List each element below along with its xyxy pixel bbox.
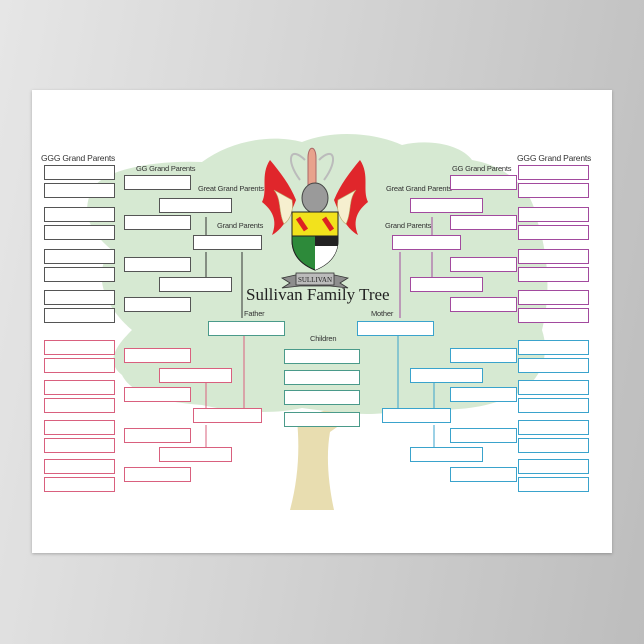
ggg-left-3[interactable] bbox=[44, 225, 115, 240]
coat-of-arms-icon: SULLIVAN bbox=[262, 147, 368, 289]
gg-right-2[interactable] bbox=[450, 257, 517, 272]
gg-right-5[interactable] bbox=[450, 387, 517, 402]
ggg-right-1[interactable] bbox=[518, 183, 589, 198]
family-tree-poster: GGG Grand Parents GG Grand Parents Great… bbox=[32, 90, 612, 553]
gg-grand-parents-left-label: GG Grand Parents bbox=[136, 164, 196, 173]
father-box[interactable] bbox=[208, 321, 285, 336]
ggg-right-5[interactable] bbox=[518, 267, 589, 282]
connector-lines bbox=[205, 217, 435, 448]
gg-right-3[interactable] bbox=[450, 297, 517, 312]
grand-left-1[interactable] bbox=[193, 408, 262, 423]
great-grand-parents-left-label: Great Grand Parents bbox=[198, 184, 264, 193]
ggg-left-13[interactable] bbox=[44, 438, 115, 453]
gg-left-2[interactable] bbox=[124, 257, 191, 272]
grand-parents-right-label: Grand Parents bbox=[385, 221, 432, 230]
gg-right-6[interactable] bbox=[450, 428, 517, 443]
gg-left-7[interactable] bbox=[124, 467, 191, 482]
ggg-left-14[interactable] bbox=[44, 459, 115, 474]
grand-parents-left-label: Grand Parents bbox=[217, 221, 264, 230]
child-box-1[interactable] bbox=[284, 370, 360, 385]
ggg-right-14[interactable] bbox=[518, 459, 589, 474]
ggg-right-9[interactable] bbox=[518, 358, 589, 373]
ggg-right-3[interactable] bbox=[518, 225, 589, 240]
ggg-grand-parents-right-label: GGG Grand Parents bbox=[517, 153, 592, 163]
grand-left-0[interactable] bbox=[193, 235, 262, 250]
great-left-1[interactable] bbox=[159, 277, 232, 292]
ggg-left-0[interactable] bbox=[44, 165, 115, 180]
ggg-right-13[interactable] bbox=[518, 438, 589, 453]
ggg-left-9[interactable] bbox=[44, 358, 115, 373]
great-left-2[interactable] bbox=[159, 368, 232, 383]
ggg-left-1[interactable] bbox=[44, 183, 115, 198]
great-grand-parents-right-label: Great Grand Parents bbox=[386, 184, 452, 193]
ggg-right-0[interactable] bbox=[518, 165, 589, 180]
child-box-3[interactable] bbox=[284, 412, 360, 427]
gg-left-1[interactable] bbox=[124, 215, 191, 230]
gg-right-0[interactable] bbox=[450, 175, 517, 190]
gg-left-6[interactable] bbox=[124, 428, 191, 443]
gg-left-4[interactable] bbox=[124, 348, 191, 363]
gg-right-7[interactable] bbox=[450, 467, 517, 482]
ggg-left-2[interactable] bbox=[44, 207, 115, 222]
gg-left-3[interactable] bbox=[124, 297, 191, 312]
ggg-left-12[interactable] bbox=[44, 420, 115, 435]
great-right-2[interactable] bbox=[410, 368, 483, 383]
ggg-left-10[interactable] bbox=[44, 380, 115, 395]
ggg-right-2[interactable] bbox=[518, 207, 589, 222]
ggg-right-15[interactable] bbox=[518, 477, 589, 492]
great-right-3[interactable] bbox=[410, 447, 483, 462]
ggg-left-8[interactable] bbox=[44, 340, 115, 355]
ggg-left-11[interactable] bbox=[44, 398, 115, 413]
children-label: Children bbox=[310, 334, 337, 343]
child-box-0[interactable] bbox=[284, 349, 360, 364]
father-label: Father bbox=[244, 309, 265, 318]
gg-right-4[interactable] bbox=[450, 348, 517, 363]
grand-right-1[interactable] bbox=[382, 408, 451, 423]
ggg-right-11[interactable] bbox=[518, 398, 589, 413]
ggg-right-6[interactable] bbox=[518, 290, 589, 305]
great-right-1[interactable] bbox=[410, 277, 483, 292]
mother-label: Mother bbox=[371, 309, 394, 318]
mother-box[interactable] bbox=[357, 321, 434, 336]
grand-right-0[interactable] bbox=[392, 235, 461, 250]
gg-left-5[interactable] bbox=[124, 387, 191, 402]
ggg-right-4[interactable] bbox=[518, 249, 589, 264]
ggg-right-8[interactable] bbox=[518, 340, 589, 355]
ggg-right-12[interactable] bbox=[518, 420, 589, 435]
gg-grand-parents-right-label: GG Grand Parents bbox=[452, 164, 512, 173]
child-box-2[interactable] bbox=[284, 390, 360, 405]
great-left-3[interactable] bbox=[159, 447, 232, 462]
gg-right-1[interactable] bbox=[450, 215, 517, 230]
ggg-left-7[interactable] bbox=[44, 308, 115, 323]
great-right-0[interactable] bbox=[410, 198, 483, 213]
gg-left-0[interactable] bbox=[124, 175, 191, 190]
ggg-grand-parents-left-label: GGG Grand Parents bbox=[41, 153, 116, 163]
ggg-left-5[interactable] bbox=[44, 267, 115, 282]
ggg-left-4[interactable] bbox=[44, 249, 115, 264]
ggg-left-15[interactable] bbox=[44, 477, 115, 492]
ggg-right-7[interactable] bbox=[518, 308, 589, 323]
ggg-left-6[interactable] bbox=[44, 290, 115, 305]
crest-scroll-text: SULLIVAN bbox=[298, 276, 332, 284]
great-left-0[interactable] bbox=[159, 198, 232, 213]
poster-title: Sullivan Family Tree bbox=[246, 285, 390, 304]
ggg-right-10[interactable] bbox=[518, 380, 589, 395]
